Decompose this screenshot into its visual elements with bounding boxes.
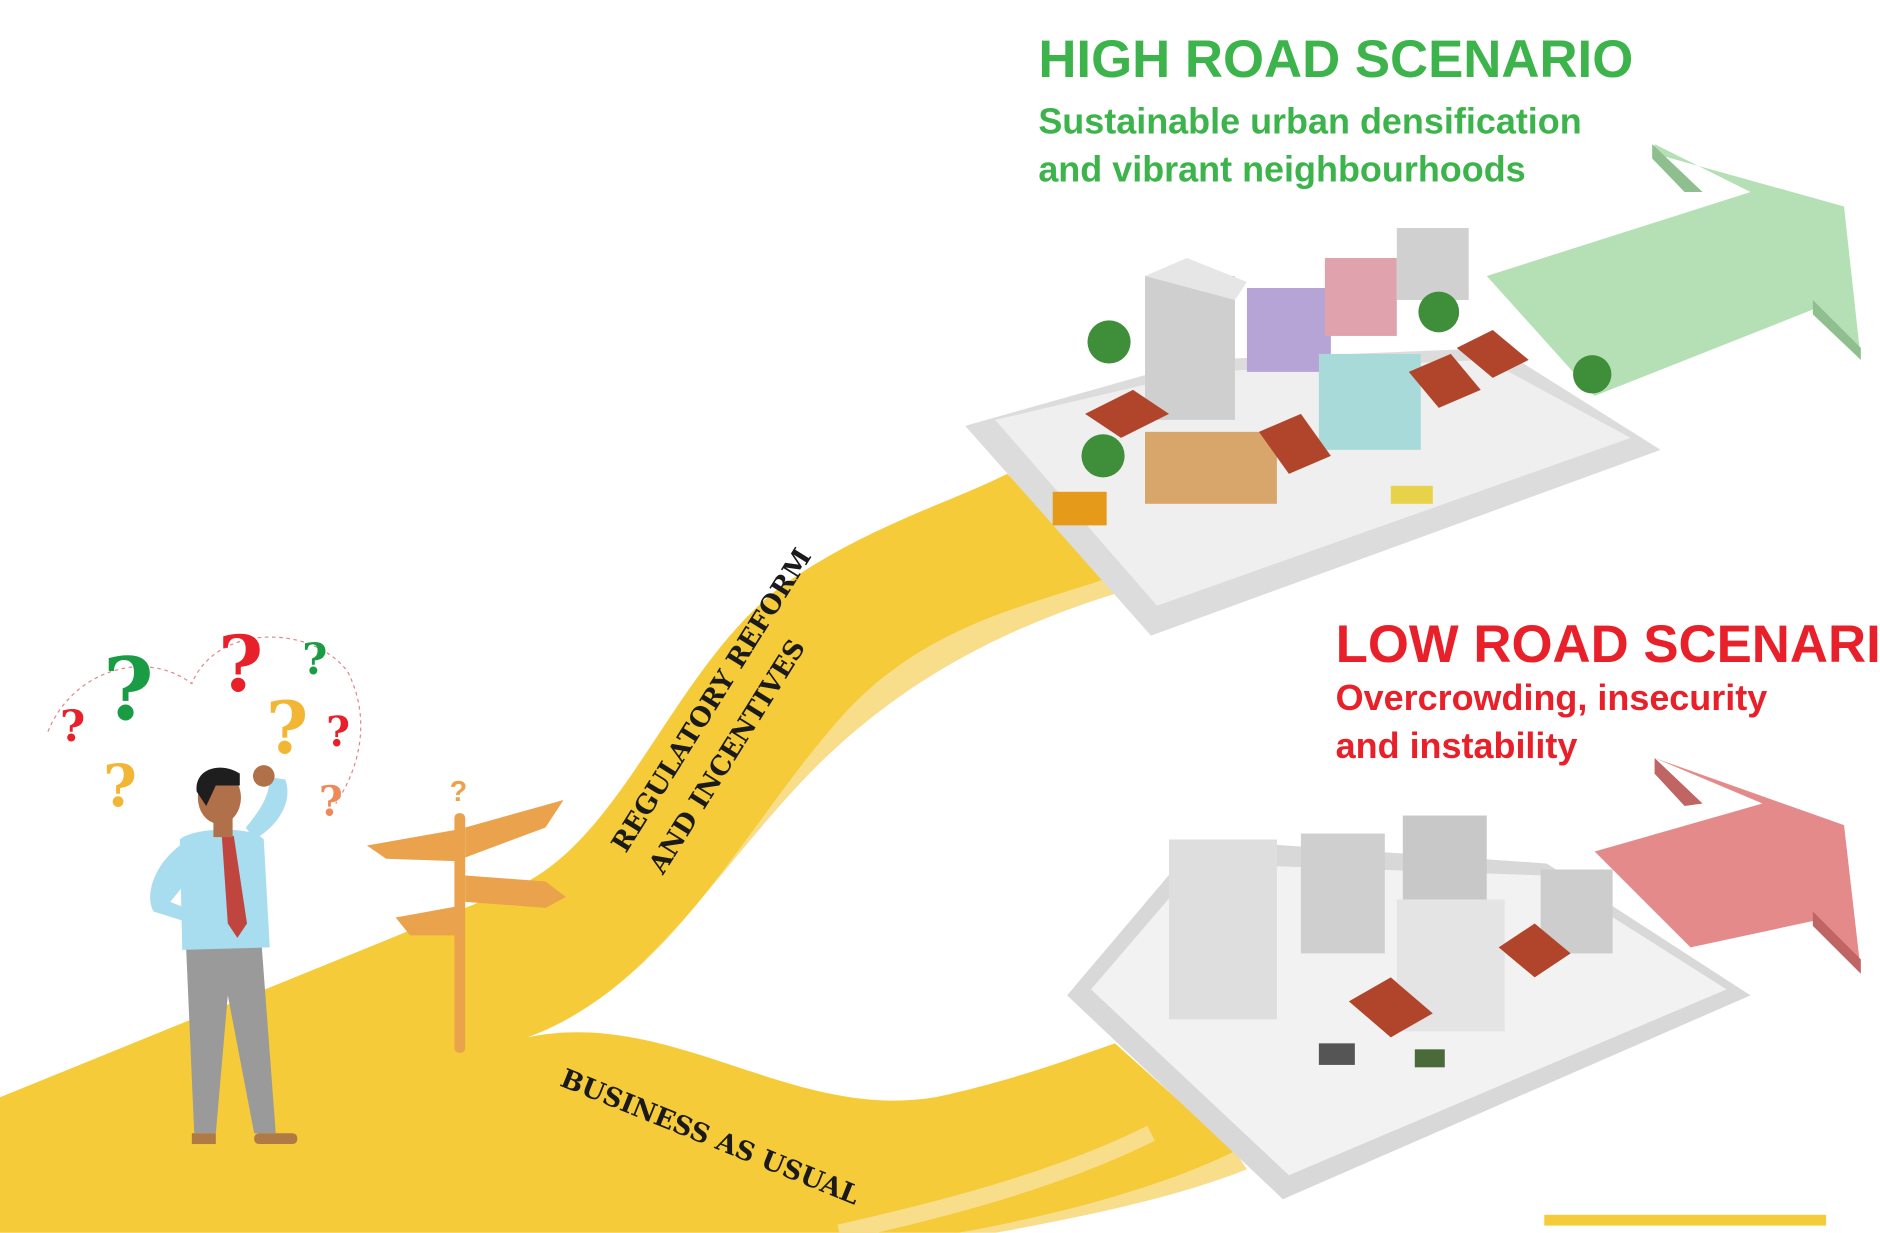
question-mark-icon: ? [319,778,343,826]
high-road-title: HIGH ROAD SCENARIO [1038,30,1633,89]
high-road-subtitle-2: and vibrant neighbourhoods [1038,148,1525,189]
question-mark-icon: ? [60,701,85,752]
signpost-question-mark: ? [450,776,468,808]
accent-bar [1544,1214,1827,1226]
low-road-arrow-icon [1594,757,1861,974]
low-road-title: LOW ROAD SCENARIO [1336,615,1880,674]
high-road-arrow-icon [1486,144,1861,396]
question-mark-icon: ? [103,752,137,820]
question-mark-icon: ? [266,685,308,770]
question-mark-icon: ? [326,708,350,756]
thought-cloud: ? ? ? ? ? ? ? ? [47,620,362,826]
confused-man-icon [150,765,298,1145]
high-road-city-block-icon [965,228,1661,636]
signpost-icon: ? [366,776,566,1053]
low-road-subtitle-2: and instability [1336,725,1578,766]
question-mark-icon: ? [302,634,327,685]
road [0,473,1827,1233]
question-mark-icon: ? [103,640,154,741]
low-road-city-block-icon [1067,815,1751,1200]
high-road-subtitle-1: Sustainable urban densification [1038,100,1581,141]
question-mark-icon: ? [218,620,263,710]
low-road-subtitle-1: Overcrowding, insecurity [1336,677,1768,718]
